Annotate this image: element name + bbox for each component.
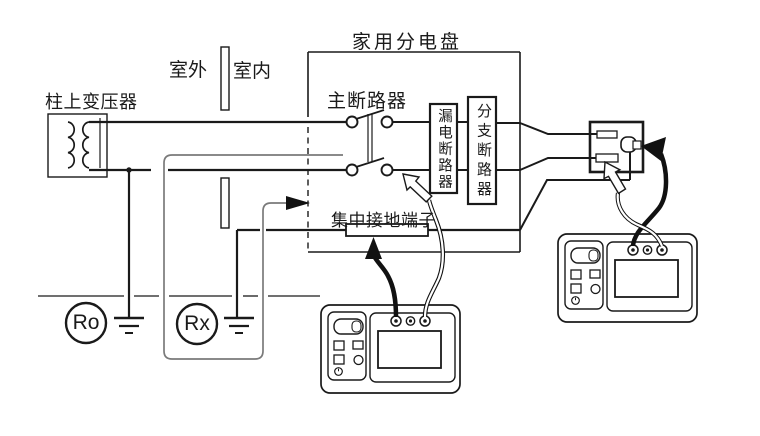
- up-arrow-icon: [365, 237, 382, 259]
- rx-resistance-circle: [175, 302, 219, 346]
- power-wires: [89, 120, 598, 317]
- outlet-slot-icon: [595, 153, 619, 163]
- pole-transformer-symbol: [47, 113, 108, 178]
- left-arrow-icon: [641, 137, 666, 161]
- rx-label: Rx: [184, 312, 210, 335]
- tester1-white-lead: [422, 199, 445, 318]
- contact-icon: [380, 115, 394, 129]
- hollow-arrow-to-breaker-icon: [402, 173, 433, 203]
- leakage-breaker-box: [428, 102, 459, 195]
- earth-tester-1: [320, 304, 461, 394]
- tester2-white-lead: [615, 192, 664, 247]
- probe-loop-wire: [163, 154, 343, 360]
- panel-label: 家用分电盘: [352, 32, 463, 53]
- distribution-panel-box: [307, 51, 521, 253]
- hollow-arrow-to-outlet-icon: [603, 160, 627, 195]
- leakage-breaker-label: 漏电断路器: [436, 108, 452, 191]
- indoor-label: 室内: [233, 61, 272, 82]
- contact-icon: [380, 163, 394, 177]
- ground-terminal-label: 集中接地端子: [331, 211, 436, 230]
- ground-terminal-bar: [345, 223, 429, 237]
- switch-blade-icon: [355, 109, 385, 120]
- secondary-coil-icon: [81, 121, 90, 169]
- wall-bar-upper: [220, 46, 230, 111]
- transformer-label: 柱上变压器: [45, 92, 138, 112]
- wall-outlet: [588, 120, 645, 174]
- branch-breaker-label: 分支断路器: [475, 103, 492, 201]
- tester1-black-lead: [365, 237, 399, 318]
- branch-breaker-box: [466, 95, 498, 206]
- main-breaker-symbol: [345, 109, 394, 177]
- tester2-black-lead: [630, 137, 669, 247]
- contact-icon: [345, 163, 359, 177]
- switch-blade-icon: [355, 157, 385, 168]
- wall-boundary: [220, 46, 230, 229]
- ro-label: Ro: [72, 311, 100, 334]
- earth-ground-icon-ro: [114, 316, 144, 334]
- ro-resistance-circle: [64, 301, 108, 345]
- earth-tester-2: [557, 233, 698, 323]
- wall-bar-lower: [220, 177, 230, 229]
- primary-coil-icon: [67, 121, 76, 169]
- right-arrow-icon: [286, 196, 310, 210]
- ground-bus-wires: [235, 151, 631, 317]
- main-breaker-label: 主断路器: [327, 91, 408, 112]
- outdoor-label: 室外: [169, 60, 208, 81]
- outlet-slot-icon: [596, 130, 618, 139]
- contact-icon: [345, 115, 359, 129]
- earth-ground-icon-rx: [224, 316, 254, 334]
